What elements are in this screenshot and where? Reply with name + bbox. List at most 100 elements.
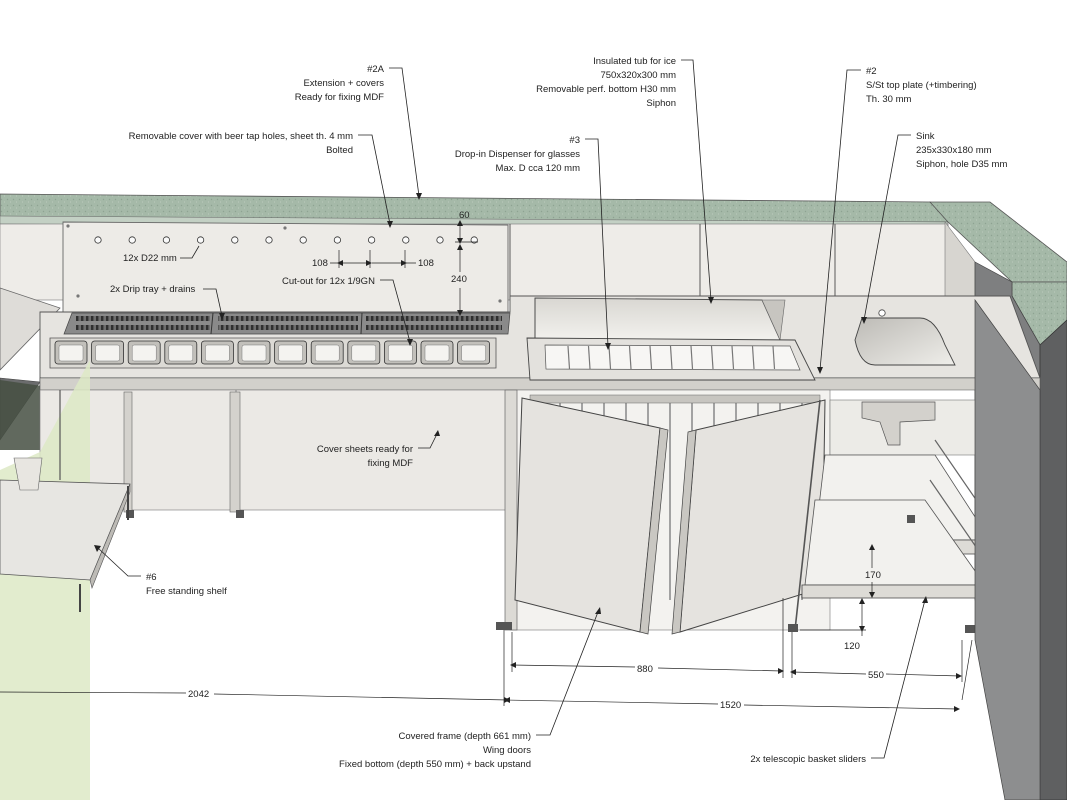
- callout-shelf-tag: #6: [146, 572, 157, 583]
- callout-covered-frame: Covered frame (depth 661 mm) Wing doors …: [339, 607, 601, 770]
- callout-top-plate-line1: S/St top plate (+timbering): [866, 80, 977, 91]
- callout-sink-line3: Siphon, hole D35 mm: [916, 159, 1007, 170]
- gn-container: [127, 340, 161, 365]
- callout-shelf: #6 Free standing shelf: [94, 545, 227, 597]
- callout-cover-sheets-line2: fixing MDF: [368, 458, 414, 469]
- callout-ice-tub-line4: Siphon: [646, 98, 676, 109]
- callout-tap-cover-line2: Bolted: [326, 145, 353, 156]
- callout-sink-line1: Sink: [916, 131, 935, 142]
- callout-cutout: Cut-out for 12x 1/9GN: [282, 276, 413, 346]
- tap-hole: [94, 236, 102, 244]
- drip-trays: [63, 312, 511, 335]
- dim-240: 240: [451, 244, 467, 316]
- tap-hole: [197, 236, 205, 244]
- callout-ice-tub-line3: Removable perf. bottom H30 mm: [536, 84, 676, 95]
- gn-container: [164, 340, 198, 365]
- dim-1520-label: 1520: [720, 700, 741, 711]
- wing-door-cabinet: [496, 389, 831, 635]
- callout-top-plate-tag: #2: [866, 66, 877, 77]
- dim-170-label: 170: [865, 570, 881, 581]
- callout-drip-tray-text: 2x Drip tray + drains: [110, 284, 196, 295]
- dim-108-a: 108: [312, 250, 372, 269]
- gn-container: [200, 340, 234, 365]
- callout-ice-tub-line2: 750x320x300 mm: [600, 70, 676, 81]
- callout-glass-dispenser-line2: Max. D cca 120 mm: [496, 163, 581, 174]
- callout-cutout-text: Cut-out for 12x 1/9GN: [282, 276, 375, 287]
- dim-240-label: 240: [451, 274, 467, 285]
- gn-container: [347, 340, 381, 365]
- dim-550: 550: [790, 632, 963, 682]
- callout-shelf-line1: Free standing shelf: [146, 586, 227, 597]
- callout-sliders: 2x telescopic basket sliders: [750, 596, 928, 765]
- callout-tap-cover: Removable cover with beer tap holes, she…: [129, 131, 393, 228]
- tap-hole: [162, 236, 170, 244]
- dim-108-a-label: 108: [312, 258, 328, 269]
- callout-cover-sheets-line1: Cover sheets ready for: [317, 444, 413, 455]
- glass-dispenser: [526, 337, 816, 381]
- callout-glass-dispenser: #3 Drop-in Dispenser for glasses Max. D …: [455, 135, 611, 350]
- dim-60-label: 60: [459, 210, 470, 221]
- callout-sink-line2: 235x330x180 mm: [916, 145, 992, 156]
- callout-extension-line1: Extension + covers: [303, 78, 384, 89]
- basket-slider-unit: [788, 298, 1041, 800]
- callout-extension-line2: Ready for fixing MDF: [295, 92, 384, 103]
- tap-hole: [333, 236, 341, 244]
- dim-120: 120: [800, 598, 866, 652]
- callout-tap-holes-text: 12x D22 mm: [123, 253, 177, 264]
- callout-glass-dispenser-tag: #3: [569, 135, 580, 146]
- tap-hole: [231, 236, 239, 244]
- gn-container: [274, 340, 308, 365]
- dim-170: 170: [865, 544, 881, 598]
- gn-containers: [49, 337, 497, 369]
- sink-bowl: [854, 309, 956, 366]
- dim-880-label: 880: [637, 664, 653, 675]
- left-worktop: [0, 287, 61, 450]
- beer-tap-holes: [94, 236, 478, 244]
- tap-hole: [470, 236, 478, 244]
- callout-tap-cover-line1: Removable cover with beer tap holes, she…: [129, 131, 354, 142]
- tap-hole: [367, 236, 376, 244]
- callout-extension-tag: #2A: [367, 64, 385, 75]
- callout-ice-tub: Insulated tub for ice 750x320x300 mm Rem…: [536, 56, 714, 304]
- gn-container: [457, 340, 491, 365]
- gn-container: [91, 340, 124, 365]
- dim-550-label: 550: [868, 670, 884, 681]
- callout-covered-frame-line2: Wing doors: [483, 745, 531, 756]
- dim-108-b-label: 108: [418, 258, 434, 269]
- free-standing-shelf: [0, 360, 131, 800]
- gn-container: [310, 340, 344, 365]
- gn-container: [420, 340, 454, 365]
- callout-cover-sheets: Cover sheets ready for fixing MDF: [317, 430, 440, 469]
- tap-hole: [436, 236, 444, 244]
- callout-sliders-text: 2x telescopic basket sliders: [750, 754, 866, 765]
- dim-2042-label: 2042: [188, 689, 209, 700]
- callout-ice-tub-line1: Insulated tub for ice: [593, 56, 676, 67]
- dim-108-b: 108: [372, 250, 434, 269]
- dimensions: 60 240 108 108: [0, 210, 973, 712]
- gn-container: [54, 340, 88, 365]
- callout-sink: Sink 235x330x180 mm Siphon, hole D35 mm: [861, 131, 1007, 324]
- callout-top-plate: #2 S/St top plate (+timbering) Th. 30 mm: [817, 66, 977, 374]
- ice-tub: [534, 297, 786, 342]
- callout-drip-tray: 2x Drip tray + drains: [110, 284, 225, 320]
- dim-120-label: 120: [844, 641, 860, 652]
- tap-hole: [265, 236, 273, 244]
- callout-covered-frame-line1: Covered frame (depth 661 mm): [398, 731, 531, 742]
- gn-container: [383, 340, 417, 365]
- tap-cover-panel: [62, 221, 509, 313]
- dim-60: 60: [455, 210, 478, 244]
- dim-1520: 1520: [504, 639, 973, 712]
- callout-glass-dispenser-line1: Drop-in Dispenser for glasses: [455, 149, 580, 160]
- tap-hole: [128, 236, 136, 244]
- callout-covered-frame-line3: Fixed bottom (depth 550 mm) + back upsta…: [339, 759, 531, 770]
- tap-hole: [299, 236, 307, 244]
- gn-container: [237, 340, 271, 365]
- tap-hole: [402, 236, 410, 244]
- annotations: #2A Extension + covers Ready for fixing …: [94, 56, 1007, 770]
- callout-extension: #2A Extension + covers Ready for fixing …: [295, 64, 422, 200]
- dim-880: 880: [510, 598, 784, 678]
- callout-top-plate-line2: Th. 30 mm: [866, 94, 911, 105]
- callout-tap-holes: 12x D22 mm: [123, 245, 200, 264]
- dim-2042: 2042: [0, 630, 510, 706]
